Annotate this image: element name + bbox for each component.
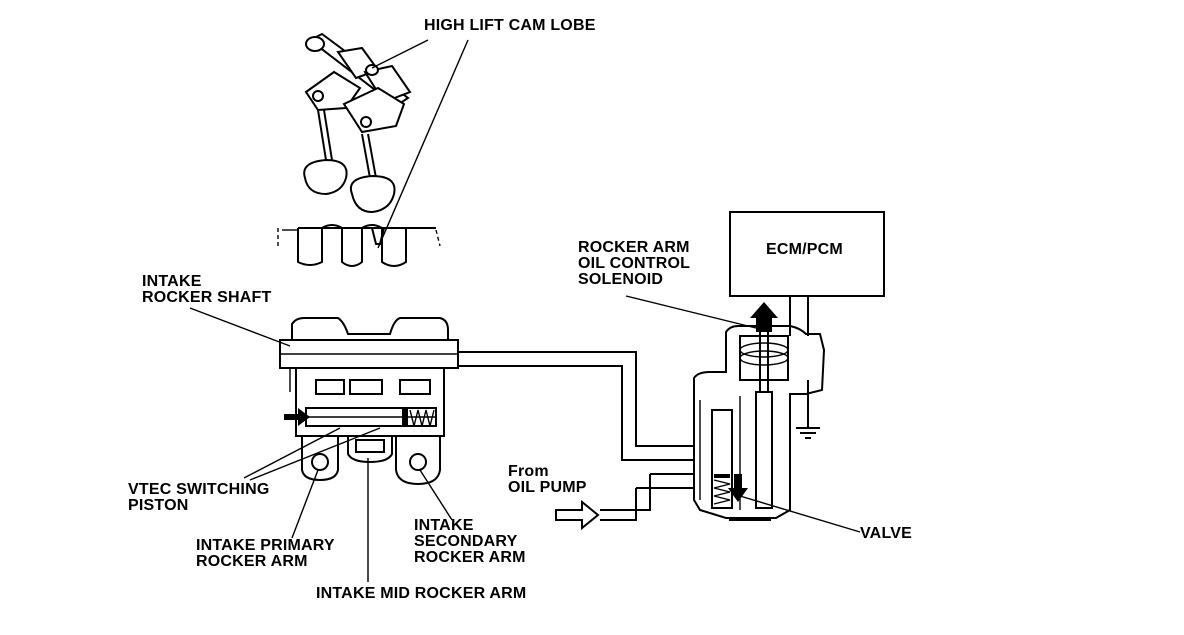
label-intake-rocker-shaft-line1: INTAKE (142, 273, 202, 290)
label-mid-rocker-arm: INTAKE MID ROCKER ARM (316, 585, 527, 602)
label-vtec-piston-line1: VTEC SWITCHING (128, 481, 270, 498)
label-valve: VALVE (860, 525, 912, 542)
label-solenoid-line2: OIL CONTROL (578, 255, 691, 272)
label-solenoid-line1: ROCKER ARM (578, 239, 690, 256)
camshaft-valve-assembly (303, 32, 412, 214)
label-secondary-arm-line3: ROCKER ARM (414, 549, 526, 566)
label-secondary-arm-line2: SECONDARY (414, 533, 518, 550)
label-primary-arm-line1: INTAKE PRIMARY (196, 537, 335, 554)
cam-lobe-profile (277, 224, 441, 267)
label-high-lift-cam-lobe: HIGH LIFT CAM LOBE (424, 17, 596, 34)
label-solenoid-line3: SOLENOID (578, 271, 664, 288)
label-secondary-arm-line1: INTAKE (414, 517, 474, 534)
cam-lobe-leaders (371, 39, 469, 249)
label-primary-arm-line2: ROCKER ARM (196, 553, 308, 570)
solenoid-valve-body (693, 296, 826, 519)
label-vtec-piston-line2: PISTON (128, 497, 189, 514)
label-from-oil-pump-line2: OIL PUMP (508, 479, 587, 496)
rocker-shaft-assembly (279, 317, 459, 486)
label-ecm-pcm: ECM/PCM (766, 241, 843, 258)
label-from-oil-pump-line1: From (508, 463, 549, 480)
label-intake-rocker-shaft-line2: ROCKER SHAFT (142, 289, 272, 306)
ecm-pcm-box (729, 211, 885, 297)
